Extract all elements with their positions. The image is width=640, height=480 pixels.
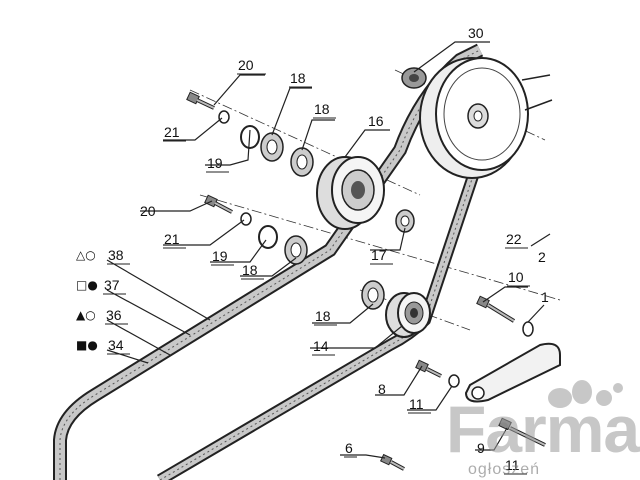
- callout-38: 38: [108, 247, 124, 263]
- washer-lower: [240, 212, 252, 226]
- symbol-34: ■●: [76, 338, 98, 352]
- bolt-bottom: [380, 453, 405, 471]
- hub-nut: [401, 67, 427, 89]
- bolt-bottom-right: [498, 417, 546, 447]
- symbol-36: ▲○: [76, 308, 96, 322]
- spacer: [395, 209, 415, 233]
- callout-underlines: [103, 41, 530, 475]
- callout-20-upper: 20: [238, 57, 254, 73]
- callout-2: 2: [538, 249, 546, 265]
- bolt-upper: [186, 91, 215, 110]
- leader-lines: [106, 41, 551, 459]
- symbol-37: □●: [76, 278, 98, 292]
- callout-9: 9: [477, 440, 485, 456]
- watermark-subtitle: ogłoszeń: [468, 461, 540, 478]
- washer-bottom: [448, 374, 460, 388]
- pulley-large: [419, 57, 529, 179]
- washer-upper: [218, 110, 230, 124]
- callout-34: 34: [108, 337, 124, 353]
- callout-20-lower: 20: [140, 203, 156, 219]
- symbol-38: △○: [76, 248, 96, 262]
- callout-8: 8: [378, 381, 386, 397]
- callout-14: 14: [313, 338, 329, 354]
- tension-arm: [464, 342, 561, 403]
- callout-18-lower: 18: [315, 308, 331, 324]
- callout-21-lower: 21: [164, 231, 180, 247]
- idler-pulley: [316, 156, 385, 230]
- callout-1: 1: [541, 289, 549, 305]
- watermark-logo: Farma ogłoszeń: [446, 380, 640, 478]
- callout-11-mid: 11: [409, 396, 424, 412]
- belt-legend-symbols: △○ □● ▲○ ■●: [76, 248, 98, 352]
- callout-22: 22: [506, 231, 522, 247]
- circlip-upper: [240, 125, 260, 149]
- washer-right: [522, 321, 534, 337]
- bearing-lower: [361, 280, 385, 310]
- callout-16: 16: [368, 113, 384, 129]
- callout-17: 17: [371, 247, 387, 263]
- callout-11-lower: 11: [505, 457, 520, 473]
- callout-36: 36: [106, 307, 122, 323]
- watermark-brand: Farma: [446, 392, 640, 466]
- callout-6: 6: [345, 440, 353, 456]
- callout-19-lower: 19: [212, 248, 228, 264]
- bearing-mid: [284, 235, 308, 265]
- callout-18-upper-b: 18: [314, 101, 330, 117]
- bolt-lower: [415, 359, 442, 378]
- callout-19-upper: 19: [207, 155, 223, 171]
- bolt-right: [476, 295, 516, 323]
- bolt-mid: [204, 194, 233, 214]
- bearing-upper-1: [260, 132, 284, 162]
- bearing-upper-2: [290, 147, 314, 177]
- callout-10: 10: [508, 269, 524, 285]
- small-pulley: [385, 292, 431, 338]
- watermark-animal-icons: [548, 380, 623, 408]
- callout-18-upper-a: 18: [290, 70, 306, 86]
- callout-30: 30: [468, 25, 484, 41]
- callout-labels: 20 18 18 30 21 16 19 20 21 19 18 17 22 2…: [104, 25, 549, 473]
- callout-37: 37: [104, 277, 120, 293]
- callout-18-mid: 18: [242, 262, 258, 278]
- circlip-lower: [258, 225, 278, 249]
- callout-21-upper: 21: [164, 124, 180, 140]
